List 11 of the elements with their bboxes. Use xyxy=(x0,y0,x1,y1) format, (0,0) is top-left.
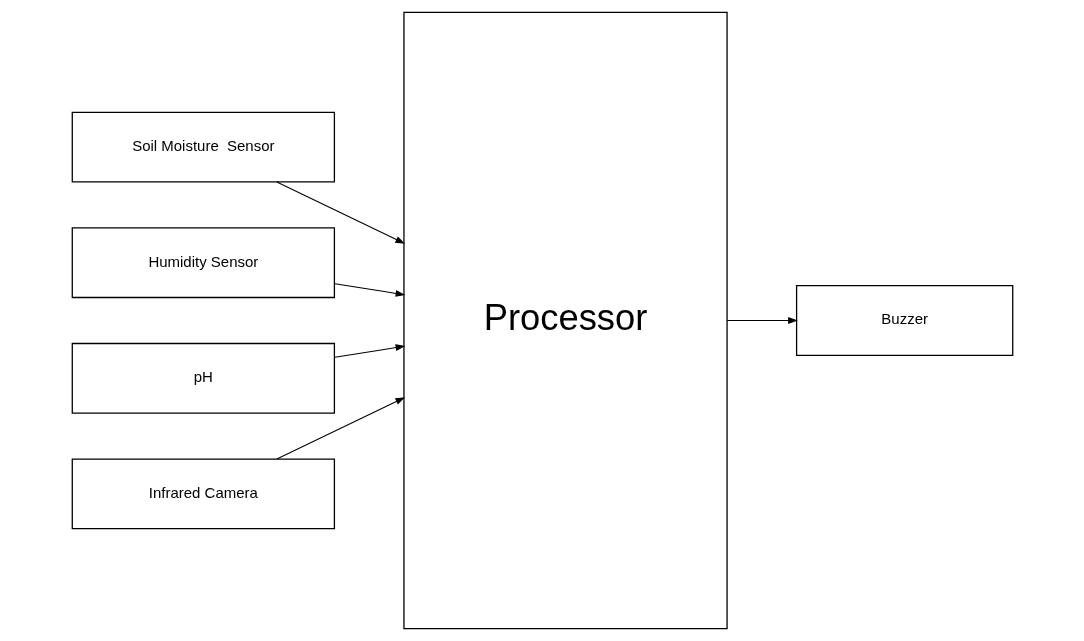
arrow xyxy=(726,317,798,324)
node-box: Buzzer xyxy=(795,285,1013,356)
node-box: pH xyxy=(71,342,335,414)
node-box: Humidity Sensor xyxy=(71,227,335,299)
node-box: Processor xyxy=(402,11,728,630)
arrow xyxy=(275,397,405,460)
arrow xyxy=(333,344,405,358)
arrow xyxy=(275,181,405,244)
arrow xyxy=(333,283,405,297)
node-box: Soil Moisture Sensor xyxy=(71,111,335,183)
node-box: Infrared Camera xyxy=(71,458,335,530)
